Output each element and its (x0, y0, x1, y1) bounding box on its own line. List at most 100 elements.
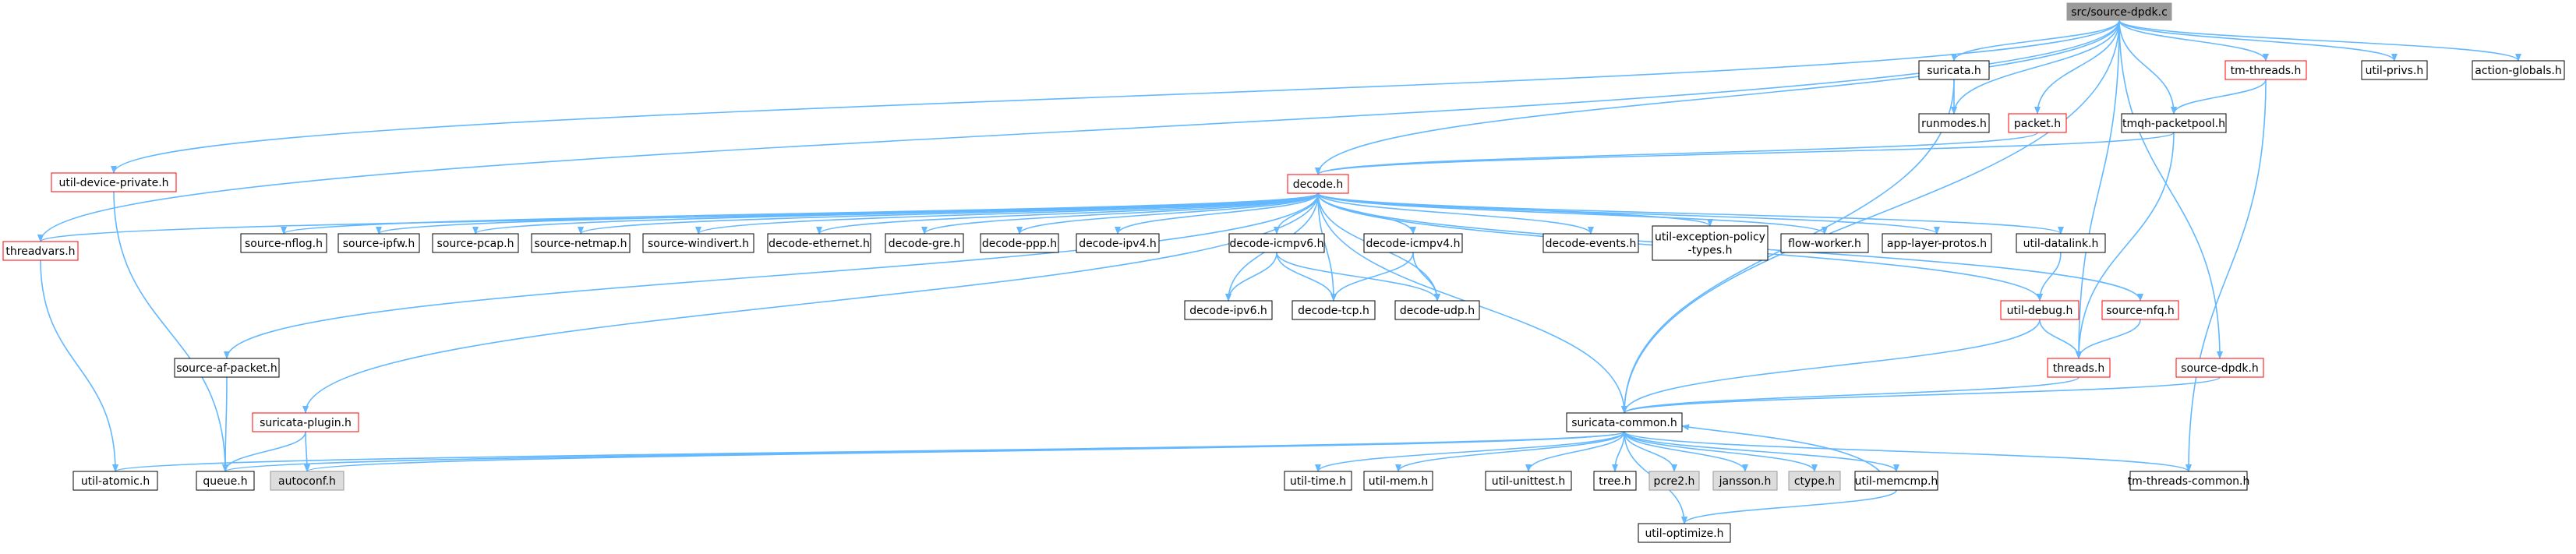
node-label: util-exception-policy-types.h (1655, 231, 1765, 257)
node-box (270, 471, 345, 491)
node-srcnfq[interactable]: source-nfq.h (2101, 300, 2179, 320)
node-decipv4[interactable]: decode-ipv4.h (1076, 233, 1160, 253)
node-label: source-netmap.h (535, 238, 627, 250)
node-utilexc[interactable]: util-exception-policy-types.h (1652, 225, 1769, 261)
node-decether[interactable]: decode-ethernet.h (767, 233, 871, 253)
node-box (1284, 471, 1352, 491)
node-label: source-nflog.h (245, 238, 323, 250)
edge-suricommon-to-tmthreadscommon (1624, 431, 2192, 472)
node-tmqh[interactable]: tmqh-packetpool.h (2121, 113, 2227, 133)
node-srcnflog[interactable]: source-nflog.h (240, 233, 327, 253)
node-utiltime[interactable]: util-time.h (1284, 471, 1352, 491)
node-label: suricata-plugin.h (260, 417, 352, 429)
node-tmthreadscommon[interactable]: tm-threads-common.h (2128, 471, 2250, 491)
node-decudp[interactable]: decode-udp.h (1394, 300, 1480, 320)
node-autoconf[interactable]: autoconf.h (270, 471, 345, 491)
node-applayer[interactable]: app-layer-protos.h (1882, 233, 1992, 253)
node-label: decode-tcp.h (1298, 305, 1369, 317)
node-label: tm-threads-common.h (2128, 475, 2250, 488)
node-jansson[interactable]: jansson.h (1712, 471, 1778, 491)
node-box (2, 241, 79, 261)
node-box (885, 233, 964, 253)
node-utiloptimize[interactable]: util-optimize.h (1638, 523, 1731, 543)
node-decicmpv4[interactable]: decode-icmpv4.h (1363, 233, 1463, 253)
node-ctype[interactable]: ctype.h (1788, 471, 1841, 491)
node-label: tmqh-packetpool.h (2122, 118, 2225, 130)
node-decgre[interactable]: decode-gre.h (885, 233, 964, 253)
node-utilmem[interactable]: util-mem.h (1363, 471, 1433, 491)
edge-suricommon-to-utiltime (1315, 431, 1625, 472)
edge-decode-to-srcnetmap (578, 192, 1319, 235)
node-srcafpacket[interactable]: source-af-packet.h (174, 358, 280, 378)
node-suriplugin[interactable]: suricata-plugin.h (252, 412, 359, 432)
edge-src-to-decode (1315, 19, 2120, 175)
node-srcdpdk[interactable]: source-dpdk.h (2175, 358, 2264, 378)
edge-src-to-tmthreads (2118, 19, 2269, 62)
node-box (1593, 471, 1637, 491)
node-box (2008, 113, 2067, 133)
edge-utildebug-to-suricommon (1621, 319, 2041, 414)
node-flowworker[interactable]: flow-worker.h (1780, 233, 1869, 253)
node-suricommon[interactable]: suricata-common.h (1566, 412, 1683, 432)
node-actionglobals[interactable]: action-globals.h (2472, 60, 2565, 80)
node-decicmpv6[interactable]: decode-icmpv6.h (1228, 233, 1325, 253)
edge-decicmpv6-to-decudp (1276, 252, 1440, 302)
node-srcwindivert[interactable]: source-windivert.h (642, 233, 754, 253)
node-box (174, 358, 280, 378)
node-label: decode-icmpv4.h (1366, 238, 1461, 250)
node-threads[interactable]: threads.h (2047, 358, 2111, 378)
node-label: util-atomic.h (81, 475, 150, 488)
node-utilmemcmp[interactable]: util-memcmp.h (1854, 471, 1938, 491)
edge-decode-to-srcpcap (472, 192, 1319, 235)
edge-utildebug-to-threads (2039, 319, 2082, 359)
node-srcpcap[interactable]: source-pcap.h (432, 233, 519, 253)
node-label: tm-threads.h (2231, 65, 2302, 77)
node-utildebug[interactable]: util-debug.h (2000, 300, 2080, 320)
node-decode[interactable]: decode.h (1287, 174, 1349, 194)
node-decppp[interactable]: decode-ppp.h (980, 233, 1059, 253)
edge-src-to-utildevice (111, 19, 2120, 174)
node-suricata[interactable]: suricata.h (1918, 60, 1990, 80)
node-utildatalink[interactable]: util-datalink.h (2016, 233, 2106, 253)
node-box (1788, 471, 1841, 491)
node-box (980, 233, 1059, 253)
edge-decicmpv4-to-dectcp (1330, 252, 1414, 302)
node-label: source-dpdk.h (2181, 362, 2259, 375)
edge-tmqh-to-threads (2076, 132, 2175, 359)
edge-src-to-srcdpdk (2118, 19, 2223, 359)
node-dectcp[interactable]: decode-tcp.h (1292, 300, 1376, 320)
node-packet[interactable]: packet.h (2008, 113, 2067, 133)
edge-src-to-tmqh (2118, 19, 2177, 115)
node-threadvars[interactable]: threadvars.h (2, 241, 79, 261)
node-utilatomic[interactable]: util-atomic.h (72, 471, 158, 491)
node-srcipfw[interactable]: source-ipfw.h (337, 233, 420, 253)
node-utilunittest[interactable]: util-unittest.h (1485, 471, 1572, 491)
node-utildevice[interactable]: util-device-private.h (51, 172, 177, 192)
edge-decode-to-decether (816, 192, 1319, 235)
node-tree[interactable]: tree.h (1593, 471, 1637, 491)
edge-src-to-threads (2076, 19, 2120, 359)
node-decevents[interactable]: decode-events.h (1542, 233, 1639, 253)
node-label: threads.h (2053, 362, 2105, 375)
node-tmthreads[interactable]: tm-threads.h (2224, 60, 2307, 80)
node-label: decode-udp.h (1400, 305, 1475, 317)
node-srcnetmap[interactable]: source-netmap.h (531, 233, 631, 253)
node-decipv6[interactable]: decode-ipv6.h (1184, 300, 1273, 320)
node-queue[interactable]: queue.h (196, 471, 255, 491)
node-box (432, 233, 519, 253)
node-box (2101, 300, 2179, 320)
node-label: decode-ethernet.h (769, 238, 870, 250)
node-utilprivs[interactable]: util-privs.h (2361, 60, 2428, 80)
node-pcre2[interactable]: pcre2.h (1648, 471, 1700, 491)
edge-suricommon-to-jansson (1624, 431, 1748, 472)
node-box (1363, 471, 1433, 491)
node-runmodes[interactable]: runmodes.h (1918, 113, 1990, 133)
edge-decode-to-decgre (921, 192, 1319, 235)
node-box (1076, 233, 1160, 253)
node-src[interactable]: src/source-dpdk.c (2066, 2, 2172, 21)
node-label: source-nfq.h (2106, 305, 2175, 317)
node-box (1882, 233, 1992, 253)
node-box (1638, 523, 1731, 543)
node-box (531, 233, 631, 253)
